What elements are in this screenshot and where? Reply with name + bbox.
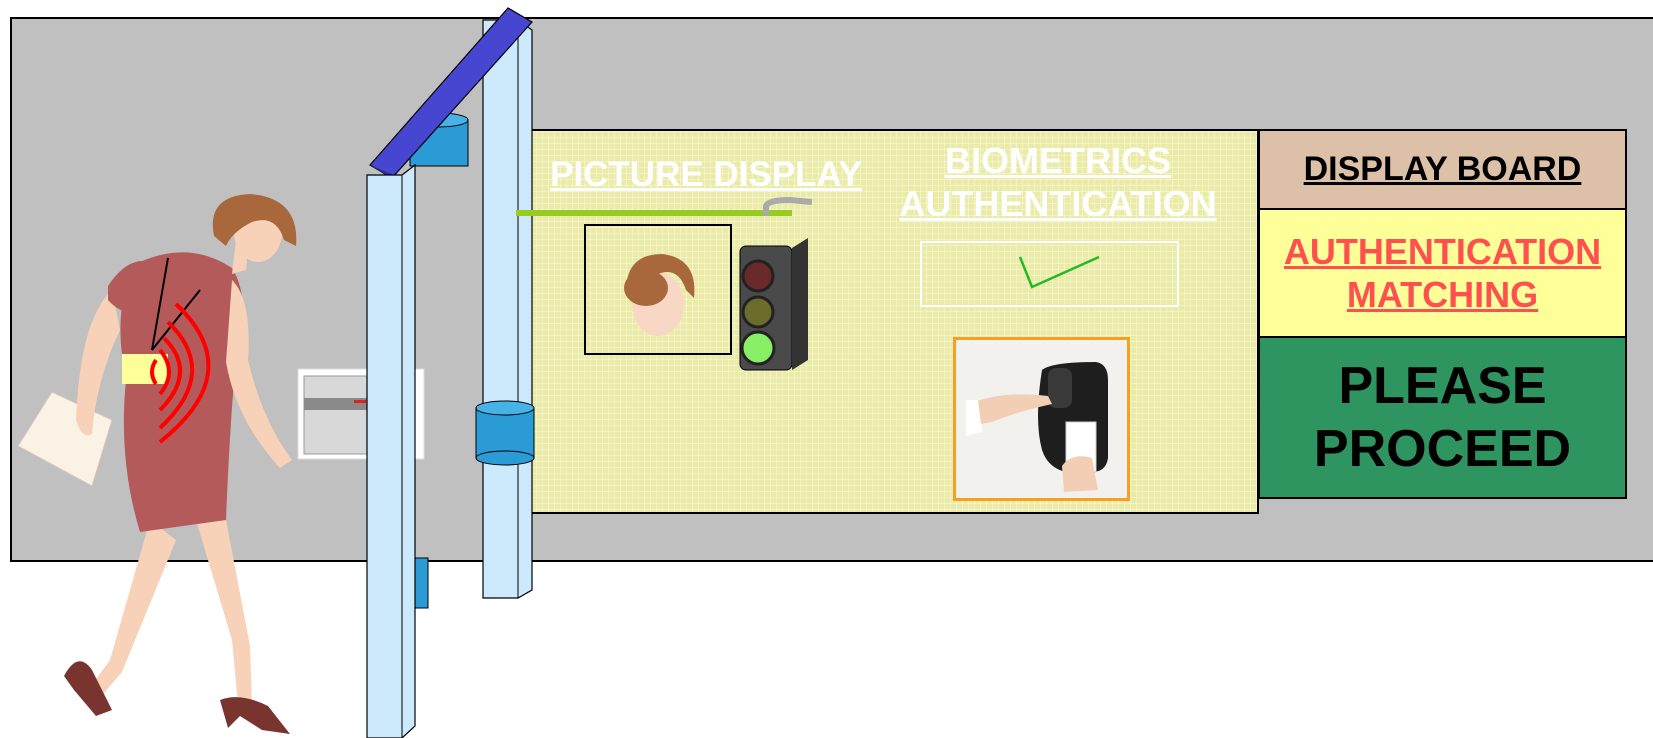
gate-frame-icon: [367, 8, 534, 738]
woman-walking-icon: [18, 194, 296, 734]
sensor-cylinder-middle: [476, 401, 534, 465]
traffic-light-icon: [516, 200, 812, 370]
